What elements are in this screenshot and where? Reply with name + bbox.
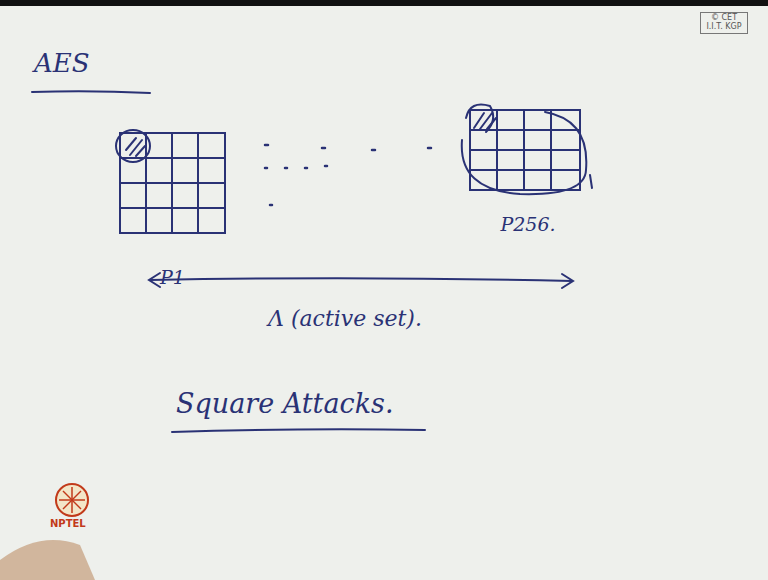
state-grid bbox=[116, 130, 225, 233]
state-block: P1 bbox=[110, 128, 235, 288]
state-grid bbox=[462, 105, 592, 195]
slide-title: AES bbox=[34, 48, 90, 78]
set-note: Λ (active set). bbox=[268, 306, 422, 331]
underline bbox=[32, 91, 150, 93]
underline bbox=[172, 429, 425, 432]
block-caption: P1 bbox=[110, 266, 235, 288]
range-arrow bbox=[149, 273, 573, 288]
topic-heading: Square Attacks. bbox=[176, 388, 393, 419]
logo-text: NPTEL bbox=[50, 518, 86, 529]
ellipsis-dots bbox=[265, 145, 431, 205]
top-bar bbox=[0, 0, 768, 6]
watermark: © CET I.I.T. KGP bbox=[700, 12, 748, 34]
block-caption: P256. bbox=[458, 213, 598, 235]
state-block: P256. bbox=[458, 100, 598, 235]
nptel-logo bbox=[0, 484, 95, 580]
